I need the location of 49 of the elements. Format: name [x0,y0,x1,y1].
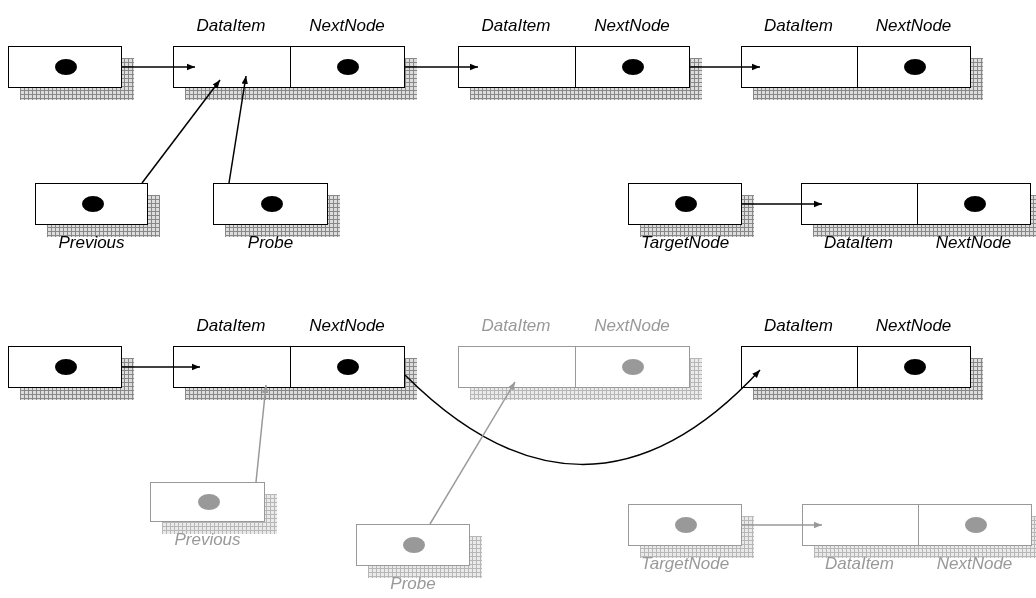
list-node-box [801,183,1031,225]
field-label: NextNode [594,16,670,36]
pointer-arrow [429,381,516,525]
field-label: DataItem [764,16,833,36]
field-label: DataItem [764,316,833,336]
field-label: NextNode [309,16,385,36]
pointer-arrow [255,384,269,483]
pointer-box [8,46,122,88]
pointer-arrow [404,63,479,71]
pointer-box [628,504,742,546]
pointer-box [8,346,122,388]
pointer-box [35,183,148,225]
pointer-arrow [741,200,823,208]
pointer-box [150,482,265,522]
list-node-box [458,346,690,388]
list-node-box [173,346,405,388]
field-label: DataItem [481,16,551,36]
list-node-box [802,504,1032,546]
pointer-label: TargetNode [640,233,730,253]
field-label: NextNode [309,316,385,336]
pointer-arrow [121,63,196,71]
pointer-arrow [141,79,221,184]
pointer-label: Probe [390,574,436,594]
field-label: DataItem [825,554,894,574]
pointer-arrow [228,75,248,184]
field-label: DataItem [196,16,266,36]
pointer-label: Probe [247,233,294,253]
list-node-box [741,46,971,88]
pointer-arrow [689,63,761,71]
pointer-label: Previous [174,530,241,550]
pointer-arrow [404,369,761,466]
pointer-box [356,524,470,566]
field-label: DataItem [824,233,893,253]
pointer-box [628,183,742,225]
list-node-box [741,346,971,388]
field-label: NextNode [594,316,670,336]
pointer-label: Previous [58,233,125,253]
list-node-box [458,46,690,88]
list-node-box [173,46,405,88]
field-label: DataItem [481,316,551,336]
pointer-arrow [741,521,823,529]
field-label: DataItem [196,316,266,336]
pointer-arrow [121,363,201,371]
field-label: NextNode [935,233,1012,253]
pointer-label: TargetNode [640,554,730,574]
field-label: NextNode [875,16,952,36]
field-label: NextNode [875,316,952,336]
pointer-box [213,183,328,225]
field-label: NextNode [936,554,1013,574]
